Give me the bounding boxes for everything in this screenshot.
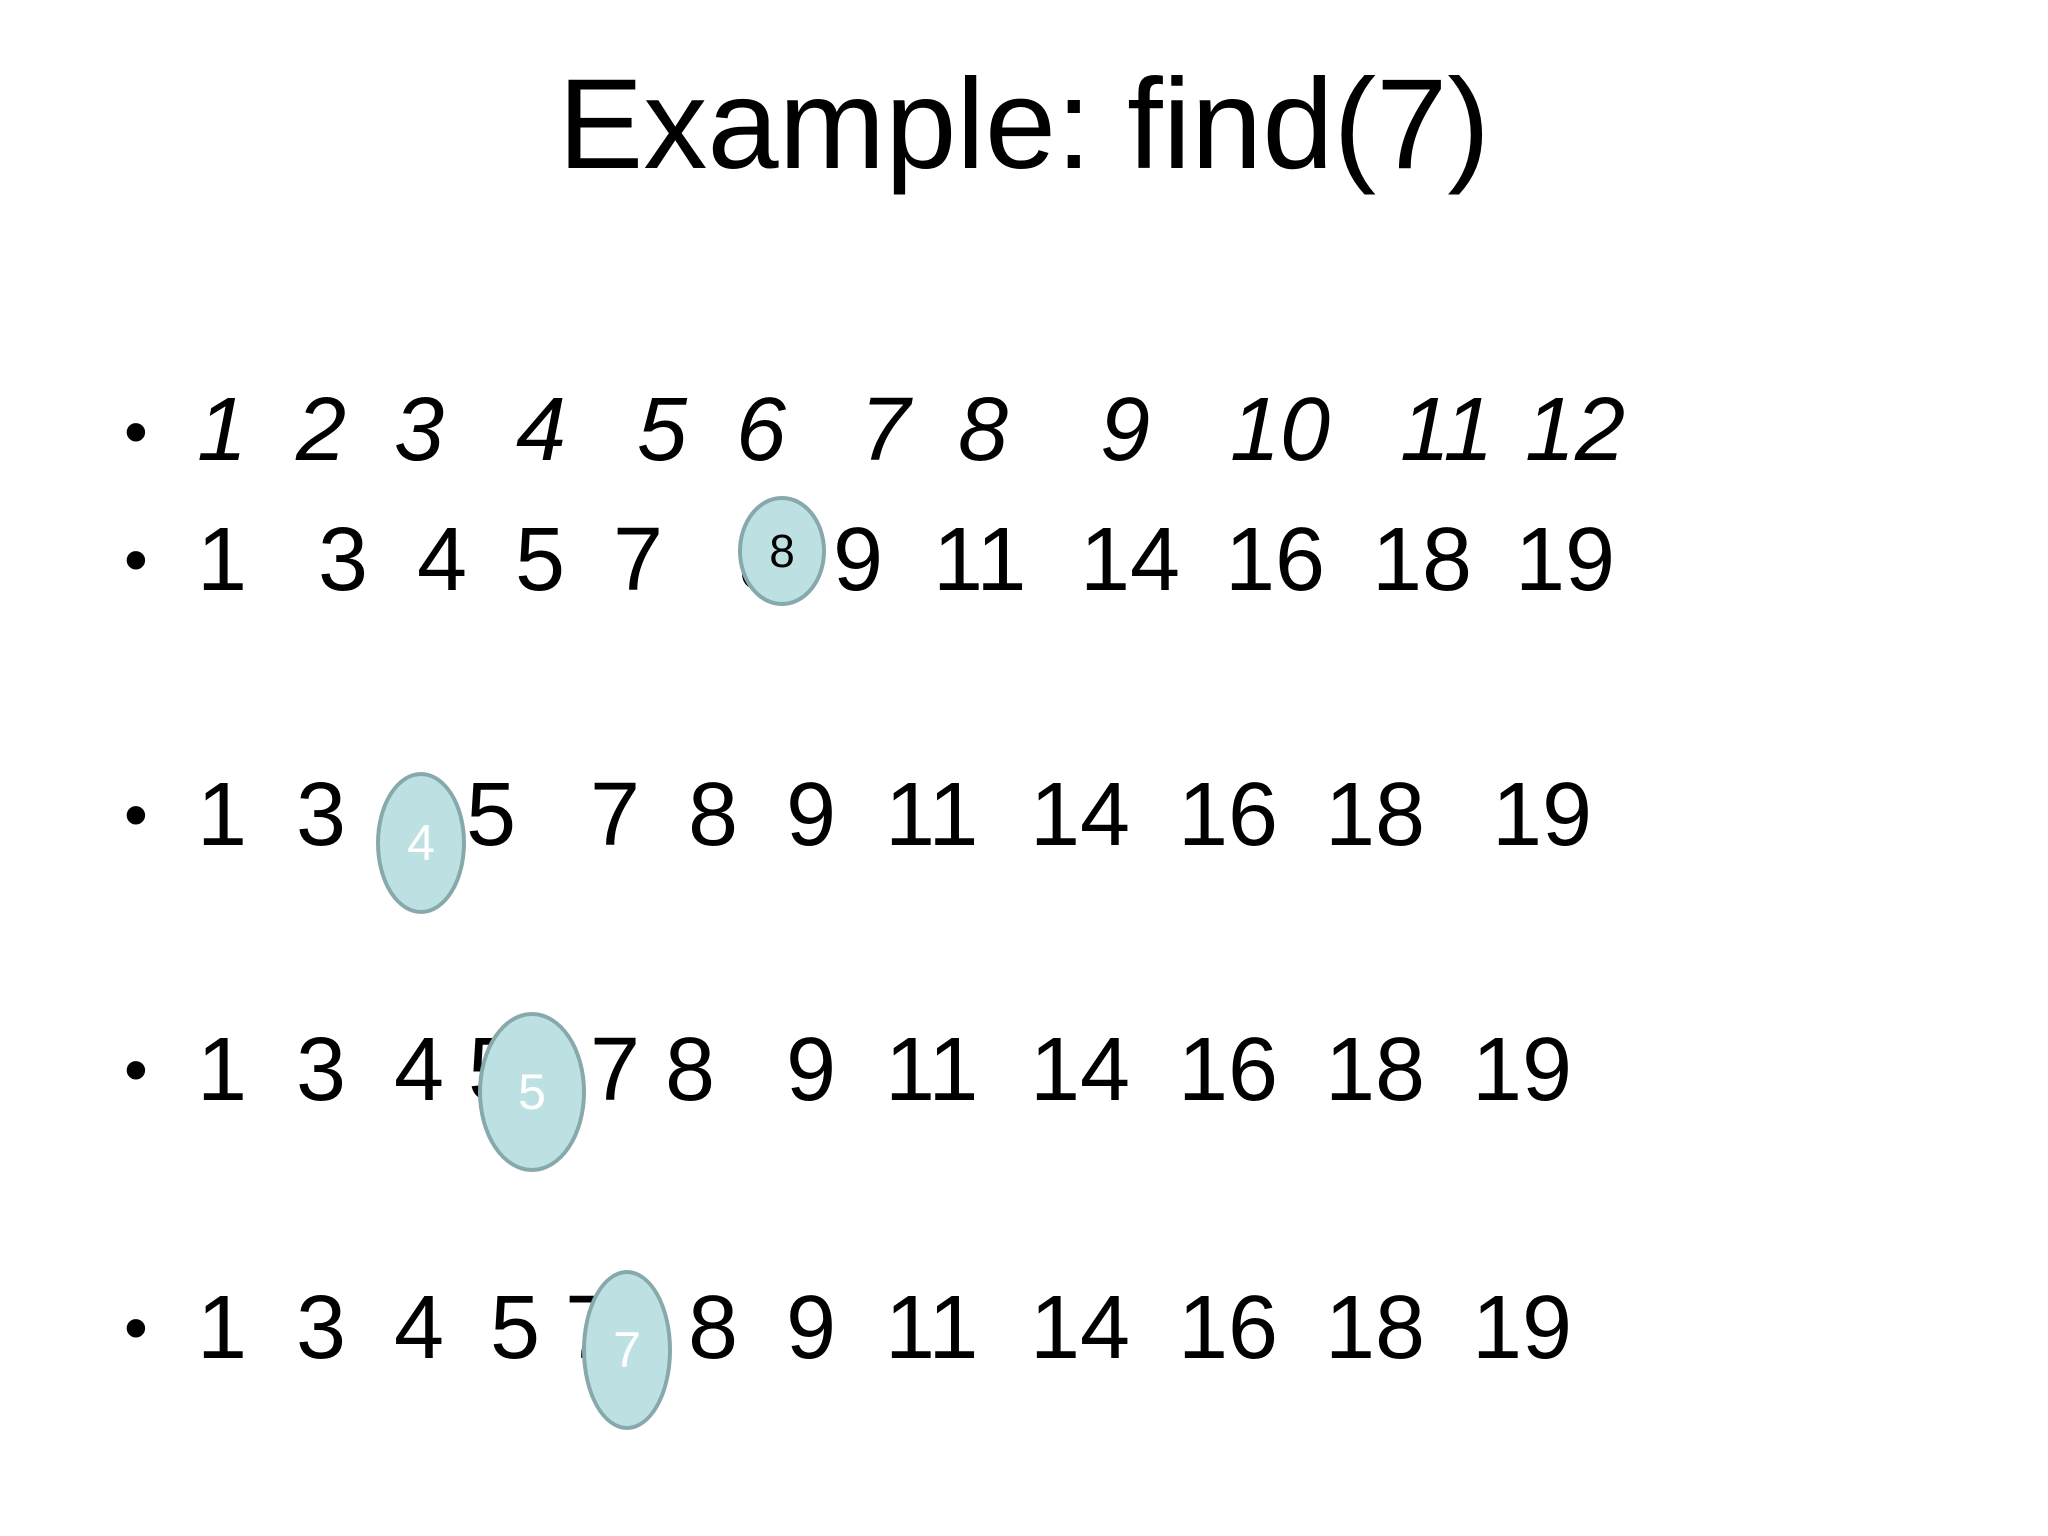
index-label: 3 [394,380,445,480]
list-value: 18 [1325,765,1426,865]
search-step-marker: 8 [738,496,826,606]
slide-title: Example: find(7) [558,53,1490,196]
list-value: 11 [933,510,1027,610]
index-label: 8 [958,380,1009,480]
list-value: 16 [1178,1278,1279,1378]
list-value: 18 [1325,1278,1426,1378]
list-value: 5 [515,510,566,610]
list-value: 1 [197,765,248,865]
list-value: 9 [786,765,837,865]
index-label: 1 [197,380,248,480]
list-value: 7 [590,1020,641,1120]
search-step-marker: 7 [582,1270,672,1430]
list-value: 11 [885,1278,979,1378]
list-value: 5 [466,765,517,865]
list-value: 3 [318,510,369,610]
list-value: 16 [1178,765,1279,865]
list-value: 16 [1178,1020,1279,1120]
index-label: 5 [637,380,688,480]
index-label: 6 [736,380,787,480]
list-value: 9 [786,1020,837,1120]
list-value: 16 [1225,510,1326,610]
index-label: 2 [296,380,347,480]
index-label: 12 [1525,380,1626,480]
list-value: 14 [1030,1278,1131,1378]
list-value: 8 [688,1278,739,1378]
list-value: 4 [417,510,468,610]
list-value: 8 [688,765,739,865]
list-value: 14 [1080,510,1181,610]
list-value: 3 [296,765,347,865]
bullet-icon: • [124,394,148,470]
list-value: 4 [394,1020,445,1120]
list-value: 1 [197,510,248,610]
search-step-marker: 5 [478,1012,586,1172]
index-label: 9 [1100,380,1151,480]
list-value: 19 [1515,510,1616,610]
bullet-icon: • [124,1290,148,1366]
index-label: 4 [516,380,567,480]
list-value: 5 [490,1278,541,1378]
list-value: 19 [1492,765,1593,865]
list-value: 19 [1472,1020,1573,1120]
index-label: 7 [860,380,911,480]
list-value: 4 [394,1278,445,1378]
list-value: 19 [1472,1278,1573,1378]
list-value: 11 [885,1020,979,1120]
bullet-icon: • [124,777,148,853]
bullet-icon: • [124,1032,148,1108]
list-value: 18 [1325,1020,1426,1120]
list-value: 8 [665,1020,716,1120]
list-value: 14 [1030,765,1131,865]
search-step-marker: 4 [376,772,466,914]
index-label: 11 [1400,380,1494,480]
list-value: 9 [833,510,884,610]
list-value: 11 [885,765,979,865]
list-value: 1 [197,1020,248,1120]
list-value: 3 [296,1278,347,1378]
list-value: 7 [613,510,664,610]
bullet-icon: • [124,522,148,598]
list-value: 9 [786,1278,837,1378]
list-value: 14 [1030,1020,1131,1120]
list-value: 1 [197,1278,248,1378]
list-value: 3 [296,1020,347,1120]
list-value: 7 [590,765,641,865]
index-label: 10 [1230,380,1331,480]
list-value: 18 [1372,510,1473,610]
